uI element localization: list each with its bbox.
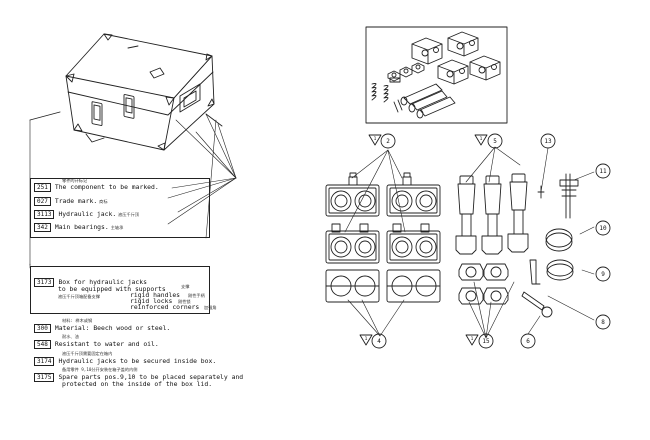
box-leader-lines (29, 113, 237, 266)
item-10-ring (545, 228, 573, 252)
marking-notes-frame (30, 178, 210, 238)
item-13-pin (537, 185, 545, 199)
note-027-cn: 商标 (99, 199, 108, 204)
note-342-text: Main bearings. (54, 223, 109, 231)
note-3175-cn: 备用零件 9,10分开安装在箱子盖的内侧 (62, 367, 138, 372)
item-6-lever (521, 291, 553, 318)
note-3174-text: Hydraulic jacks to be secured inside box… (58, 357, 217, 365)
note-342-code: 342 (34, 223, 51, 232)
callout-10: 10 (599, 225, 607, 232)
note-3173-cn-sup: 支撑 (181, 284, 190, 289)
note-251-text: The component to be marked. (54, 183, 159, 191)
note-300-code: 300 (34, 324, 51, 333)
note-3173-item1: rigid handles (130, 291, 181, 299)
triangle-mark-1: 1 (374, 136, 377, 142)
note-027-text: Trade mark. (54, 197, 98, 205)
note-3113-code: 3113 (34, 210, 55, 219)
note-3175-line2: protected on the inside of the box lid. (62, 380, 213, 388)
jack-box-isometric (29, 33, 223, 151)
item-8-key (529, 259, 541, 285)
note-3113-cn: 液压千斤顶 (118, 212, 140, 217)
note-251-cn: 零件的计标记 (62, 178, 88, 183)
note-3174-code: 3174 (34, 357, 55, 366)
note-548-cn: 耐水、油 (62, 334, 79, 339)
note-3173-code: 3173 (34, 278, 55, 287)
callout-5: 5 (493, 138, 497, 145)
note-3174-cn: 液压千斤顶需要固定在箱内 (62, 351, 113, 356)
triangle-mark-4: 1 (471, 336, 474, 342)
triangle-labels: 1 1 1 1 (365, 136, 483, 342)
note-3173-cn-line2: 液压千斤顶箱配备支撑 (58, 294, 100, 299)
item-15-nuts (458, 263, 509, 305)
note-3173-cn-item3: 加强角 (204, 305, 217, 310)
triangle-mark-3: 1 (480, 136, 483, 142)
triangle-marks (359, 134, 488, 346)
note-300-cn: 材料: 榉木或钢 (62, 318, 93, 323)
callout-circles (371, 133, 611, 349)
callout-8: 8 (601, 319, 605, 326)
note-027-code: 027 (34, 197, 51, 206)
callout-11: 11 (599, 168, 607, 175)
note-3173-cn-item2: 刚性锁 (178, 299, 191, 304)
jack-box-note-frame (30, 266, 210, 314)
triangle-mark-2: 1 (365, 336, 368, 342)
callout-9: 9 (601, 271, 605, 278)
note-300-text: Material: Beech wood or steel. (54, 324, 171, 332)
note-548-text: Resistant to water and oil. (54, 340, 159, 348)
item-9-ring (546, 259, 574, 281)
note-3173-item2: rigid locks (130, 297, 173, 305)
note-3175-line1: Spare parts pos.9,10 to be placed separa… (58, 373, 244, 381)
note-342-cn: 主轴承 (110, 225, 124, 230)
callout-4: 4 (377, 338, 381, 345)
note-3113-text: Hydraulic jack. (58, 210, 117, 218)
note-3173-line2: to be equipped with supports (58, 285, 166, 293)
callout-2: 2 (386, 138, 390, 145)
note-3173-line1: Box for hydraulic jacks (58, 278, 147, 286)
note-3173-cn-item1: 刚性手柄 (188, 293, 205, 298)
note-548-code: 548 (34, 340, 51, 349)
note-251-code: 251 (34, 183, 51, 192)
callout-15: 15 (482, 338, 490, 345)
item-11-bolt (559, 173, 579, 219)
callout-6: 6 (526, 338, 530, 345)
note-3175-code: 3175 (34, 373, 55, 382)
note-3173-item3: reinforced corners (130, 303, 200, 311)
item-2-jack-blocks (325, 172, 441, 303)
callout-13: 13 (544, 138, 552, 145)
exploded-parts-view (365, 26, 508, 124)
callout-labels: 2 4 5 15 13 11 10 9 8 6 (377, 138, 607, 345)
item-5-cylinders (455, 173, 529, 255)
